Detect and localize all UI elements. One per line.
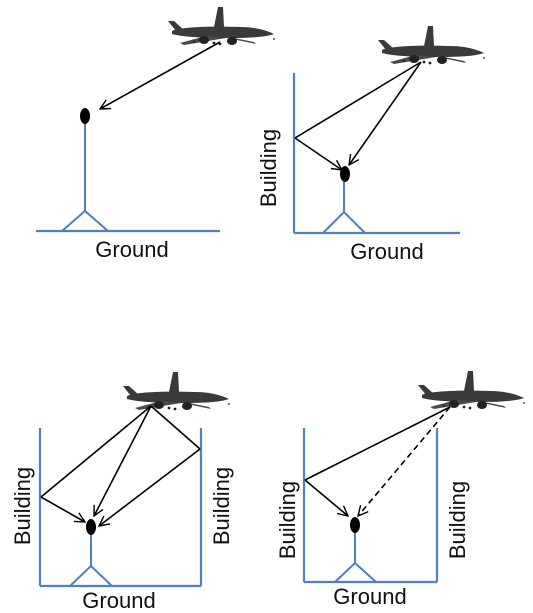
panel-1: Ground	[36, 7, 275, 262]
ground-label: Ground	[333, 584, 406, 609]
ray-blocked-direct	[358, 406, 451, 516]
building-left-label: Building	[256, 129, 281, 207]
ground-label: Ground	[95, 237, 168, 262]
stick-figure-icon	[334, 533, 377, 583]
ray-reflected-left	[40, 405, 152, 522]
building-left-label: Building	[275, 481, 300, 559]
receiver-icon	[80, 108, 90, 124]
ray-reflected-left	[294, 61, 422, 170]
ground-label: Ground	[82, 588, 155, 613]
panel-3: Building Building Ground	[10, 372, 234, 613]
stick-figure-icon	[322, 182, 366, 234]
ray-reflected-left	[304, 406, 451, 516]
ray-direct	[94, 405, 152, 516]
stick-figure-icon	[61, 122, 109, 232]
stick-figure-icon	[69, 535, 113, 587]
airplane-icon	[378, 26, 485, 65]
airplane-icon	[418, 371, 525, 410]
receiver-icon	[340, 166, 350, 182]
panel-4: Building Building Ground	[275, 371, 525, 609]
ray-direct	[349, 61, 422, 165]
building-right-label: Building	[445, 481, 470, 559]
building-left-label: Building	[10, 467, 35, 545]
building-right-label: Building	[209, 467, 234, 545]
receiver-icon	[86, 519, 96, 535]
airplane-icon	[123, 372, 230, 411]
airplane-icon	[168, 7, 275, 46]
receiver-icon	[350, 517, 360, 533]
ground-label: Ground	[350, 239, 423, 264]
panel-2: Building Ground	[256, 26, 485, 264]
ray-reflected-right	[99, 405, 201, 526]
ray-direct	[100, 41, 221, 109]
